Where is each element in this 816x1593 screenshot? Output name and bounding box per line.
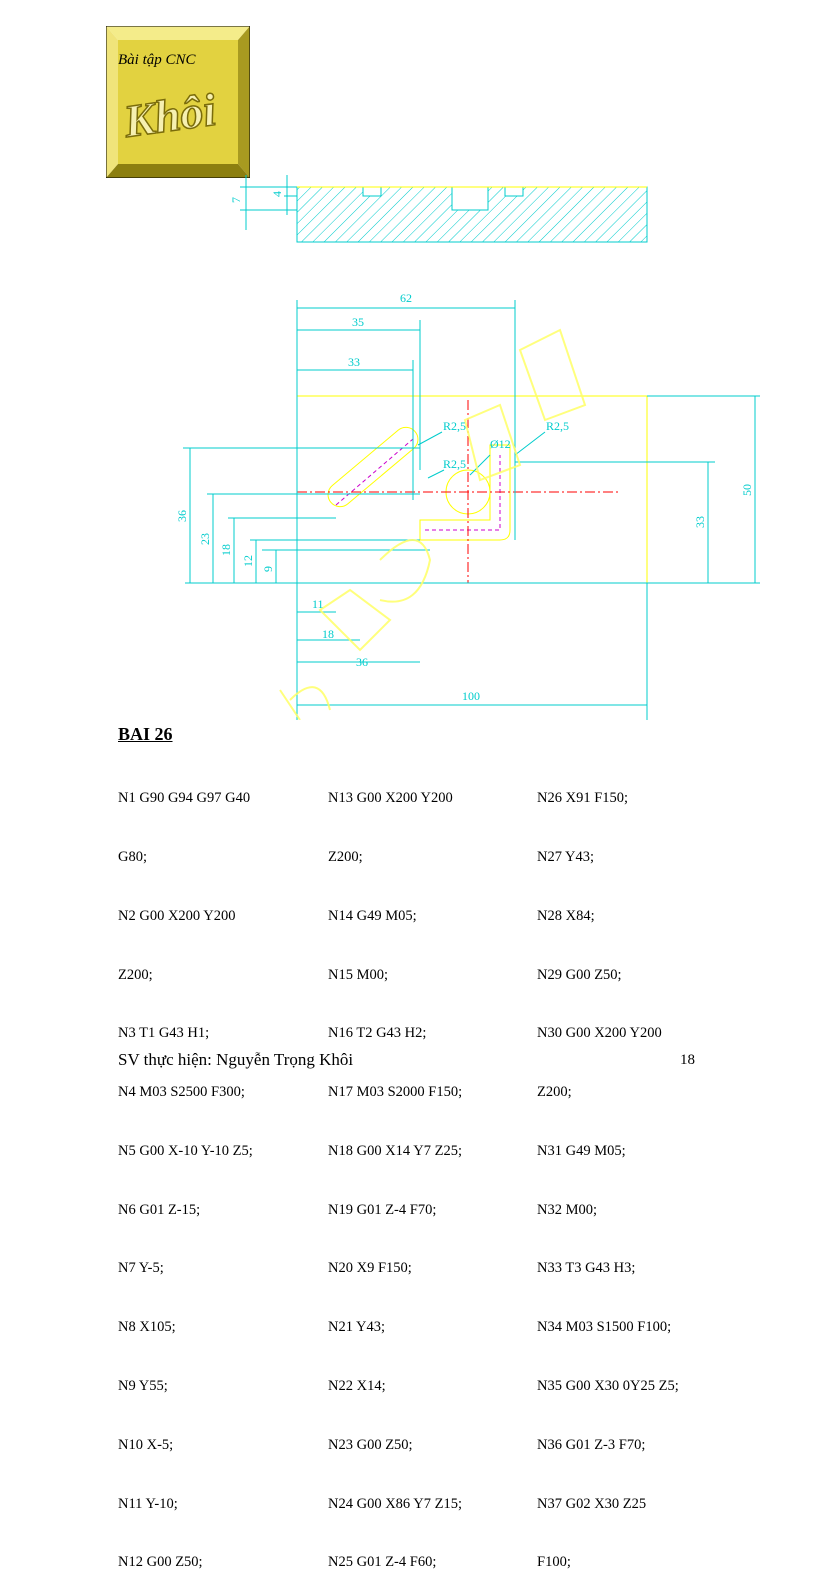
dim-18-left: 18 [219, 544, 233, 556]
dim-12-left: 12 [241, 555, 255, 567]
program-line: N13 G00 X200 Y200 [328, 790, 453, 807]
dim-33-right: 33 [693, 516, 707, 528]
program-line: N24 G00 X86 Y7 Z15; [328, 1495, 462, 1512]
watermark-handwriting [279, 328, 587, 720]
program-line: N22 X14; [328, 1378, 386, 1394]
program-line: N9 Y55; [118, 1378, 168, 1394]
program-line: N4 M03 S2500 F300; [118, 1084, 245, 1101]
radius-label-2: R2,5 [443, 457, 466, 471]
program-line: N29 G00 Z50; [537, 966, 622, 983]
dim-62: 62 [400, 291, 412, 305]
program-line: N7 Y-5; [118, 1260, 164, 1277]
dim-section-4: 4 [270, 191, 284, 197]
program-line: N18 G00 X14 Y7 Z25; [328, 1142, 462, 1159]
logo-label: Bài tập CNC [118, 52, 196, 68]
program-line: N1 G90 G94 G97 G40 [118, 790, 251, 807]
radius-label-1: R2,5 [443, 419, 466, 433]
dim-35: 35 [352, 315, 364, 329]
program-column-3: N26 X91 F150; N27 Y43; N28 X84; N29 G00 … [537, 750, 679, 1593]
program-line: N19 G01 Z-4 F70; [328, 1201, 437, 1218]
program-line: N11 Y-10; [118, 1495, 178, 1512]
program-line: N10 X-5; [118, 1436, 174, 1453]
diameter-label: Ø12 [490, 437, 511, 451]
page-number: 18 [680, 1052, 695, 1068]
program-line: N35 G00 X30 0Y25 Z5; [537, 1378, 679, 1394]
program-line: N33 T3 G43 H3; [537, 1260, 636, 1277]
dim-36-left: 36 [175, 510, 189, 522]
program-line: N17 M03 S2000 F150; [328, 1084, 463, 1101]
program-line: N30 G00 X200 Y200 [537, 1025, 662, 1042]
program-line: N36 G01 Z-3 F70; [537, 1436, 646, 1453]
program-line: N26 X91 F150; [537, 790, 629, 807]
program-line: N5 G00 X-10 Y-10 Z5; [118, 1142, 253, 1159]
dim-9-left: 9 [261, 566, 275, 572]
dim-18-bottom: 18 [322, 627, 334, 641]
technical-drawing: 7 4 [175, 175, 760, 720]
program-line: G80; [118, 848, 147, 865]
program-line: Z200; [328, 848, 363, 865]
program-line: F100; [537, 1554, 571, 1571]
dim-11: 11 [312, 597, 324, 611]
program-line: N37 G02 X30 Z25 [537, 1495, 647, 1512]
section-view [240, 175, 648, 243]
dim-50-right: 50 [740, 484, 754, 496]
program-line: N12 G00 Z50; [118, 1554, 203, 1571]
program-line: N21 Y43; [328, 1319, 386, 1336]
dim-100: 100 [462, 689, 480, 703]
program-line: Z200; [118, 966, 153, 983]
dim-36-bottom: 36 [356, 655, 368, 669]
program-line: N14 G49 M05; [328, 907, 417, 924]
program-line: N15 M00; [328, 966, 389, 983]
program-line: N23 G00 Z50; [328, 1436, 413, 1453]
dim-23-left: 23 [198, 533, 212, 545]
dim-section-7: 7 [229, 197, 243, 203]
program-column-2: N13 G00 X200 Y200 Z200; N14 G49 M05; N15… [328, 750, 462, 1593]
radius-label-3: R2,5 [546, 419, 569, 433]
program-line: N16 T2 G43 H2; [328, 1025, 427, 1042]
logo-emblem: Khôi [106, 26, 250, 178]
exercise-title: BAI 26 [118, 724, 173, 744]
program-column-1: N1 G90 G94 G97 G40 G80; N2 G00 X200 Y200… [118, 750, 253, 1593]
program-line: N2 G00 X200 Y200 [118, 907, 236, 924]
program-line: N27 Y43; [537, 848, 595, 865]
program-line: N25 G01 Z-4 F60; [328, 1554, 437, 1571]
program-line: N8 X105; [118, 1319, 176, 1336]
plan-view [183, 300, 760, 720]
footer-author: SV thực hiện: Nguyễn Trọng Khôi [118, 1050, 354, 1069]
program-line: N34 M03 S1500 F100; [537, 1319, 672, 1336]
program-line: N28 X84; [537, 907, 595, 924]
program-line: N6 G01 Z-15; [118, 1201, 201, 1218]
program-line: N20 X9 F150; [328, 1260, 412, 1277]
program-line: N3 T1 G43 H1; [118, 1025, 210, 1042]
program-line: N32 M00; [537, 1201, 598, 1218]
program-line: N31 G49 M05; [537, 1142, 626, 1159]
dim-33: 33 [348, 355, 360, 369]
program-line: Z200; [537, 1084, 572, 1101]
